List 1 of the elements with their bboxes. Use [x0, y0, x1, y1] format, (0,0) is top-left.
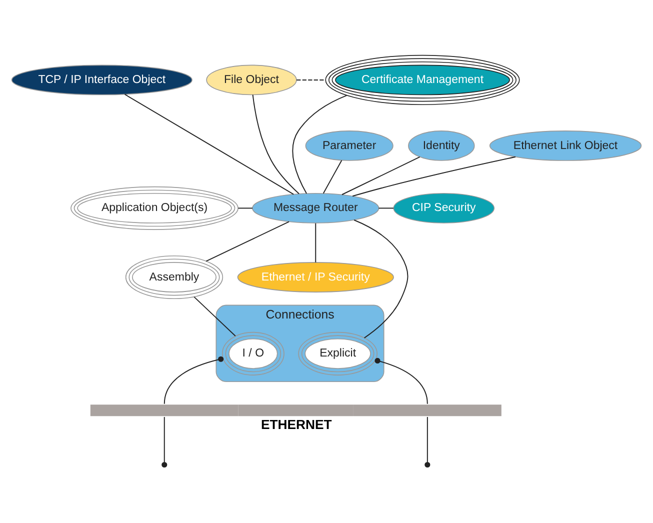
node-label: ETHERNET: [260, 417, 332, 432]
